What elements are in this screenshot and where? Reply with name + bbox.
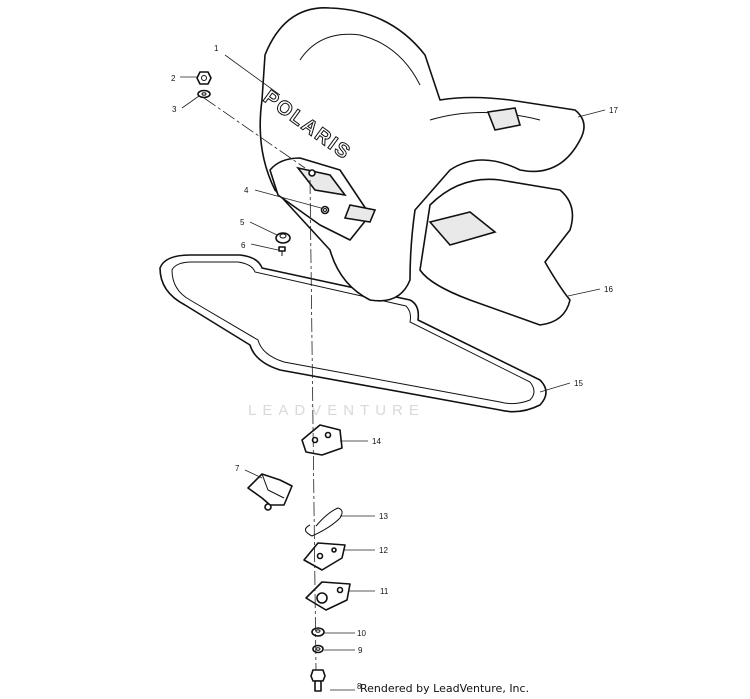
part-14-bracket[interactable] — [301, 424, 343, 456]
callout-15: 15 — [574, 379, 583, 388]
callout-7: 7 — [235, 464, 240, 473]
watermark-text: LEADVENTURE — [248, 402, 425, 419]
part-15-seal-ring[interactable] — [159, 254, 547, 413]
assembly-center-lines — [203, 97, 317, 671]
seat-base-pan[interactable] — [269, 157, 377, 241]
part-9-lock-washer[interactable] — [312, 644, 324, 654]
callout-4: 4 — [244, 186, 249, 195]
callout-10: 10 — [357, 629, 366, 638]
part-7-latch[interactable] — [247, 473, 293, 511]
part-4-stud[interactable] — [320, 205, 330, 215]
part-3-washer[interactable] — [197, 89, 211, 99]
callout-3: 3 — [172, 105, 177, 114]
callout-16: 16 — [604, 285, 613, 294]
part-11-mount[interactable] — [305, 581, 351, 611]
part-12-plate[interactable] — [303, 542, 346, 571]
credit-text: Rendered by LeadVenture, Inc. — [360, 682, 530, 695]
part-8-bolt[interactable] — [310, 669, 326, 692]
callout-leaders — [180, 54, 606, 691]
part-13-clip[interactable] — [305, 507, 343, 537]
part-10-nut[interactable] — [311, 627, 325, 637]
part-2-nut[interactable] — [196, 71, 212, 85]
callout-14: 14 — [372, 437, 381, 446]
part-5-bushing[interactable] — [275, 232, 291, 244]
callout-5: 5 — [240, 218, 245, 227]
callout-12: 12 — [379, 546, 388, 555]
callout-11: 11 — [380, 587, 389, 596]
callout-13: 13 — [379, 512, 388, 521]
callout-6: 6 — [241, 241, 246, 250]
callout-labels: 1 2 3 4 5 6 7 8 9 10 11 12 13 14 15 16 1… — [171, 44, 618, 691]
part-6-screw[interactable] — [278, 246, 286, 256]
callout-17: 17 — [609, 106, 618, 115]
part-16-seat-pad[interactable] — [419, 178, 574, 326]
callout-8: 8 — [357, 682, 362, 691]
callout-2: 2 — [171, 74, 176, 83]
callout-1: 1 — [214, 44, 219, 53]
callout-9: 9 — [358, 646, 363, 655]
